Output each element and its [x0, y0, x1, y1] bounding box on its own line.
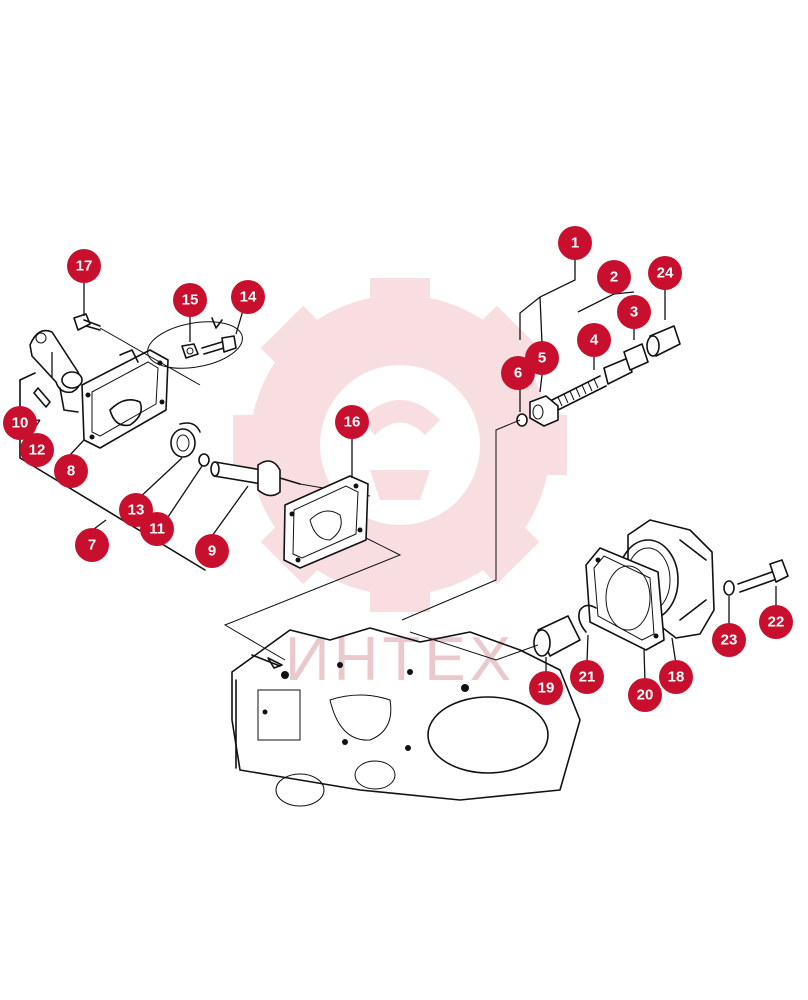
callout-17: 17 — [67, 249, 101, 283]
part-lever — [29, 329, 83, 413]
callout-24: 24 — [648, 256, 682, 290]
callout-18: 18 — [659, 660, 693, 694]
callout-23: 23 — [712, 623, 746, 657]
callout-label: 6 — [514, 365, 522, 382]
part-bolt-22 — [737, 559, 789, 593]
part-ring-6 — [516, 413, 528, 427]
callout-20: 20 — [628, 678, 662, 712]
callout-13: 13 — [119, 493, 153, 527]
callout-label: 8 — [67, 463, 75, 480]
callout-12: 12 — [20, 433, 54, 467]
gear-logo-icon — [233, 278, 567, 612]
part-nut-15 — [181, 343, 199, 359]
callout-label: 14 — [240, 289, 257, 306]
callout-6: 6 — [501, 356, 535, 390]
part-gasket-20 — [585, 547, 665, 651]
callout-2: 2 — [597, 260, 631, 294]
callout-3: 3 — [617, 295, 651, 329]
part-bushing-24 — [646, 325, 681, 357]
callout-label: 4 — [590, 332, 599, 349]
callout-15: 15 — [173, 283, 207, 317]
callout-label: 3 — [630, 304, 638, 321]
callout-label: 7 — [88, 537, 96, 554]
callout-9: 9 — [195, 534, 229, 568]
callout-label: 5 — [538, 350, 546, 367]
callout-7: 7 — [75, 528, 109, 562]
part-sleeve-19 — [533, 615, 581, 657]
part-gasket-16 — [283, 475, 369, 569]
part-clip-21 — [578, 604, 597, 633]
callout-label: 20 — [637, 687, 654, 704]
callout-14: 14 — [231, 280, 265, 314]
part-oring-11 — [198, 453, 210, 467]
callout-4: 4 — [577, 323, 611, 357]
callout-label: 17 — [76, 258, 93, 275]
callout-label: 9 — [208, 543, 216, 560]
callout-16: 16 — [335, 405, 369, 439]
part-pin — [33, 387, 51, 408]
callout-10: 10 — [3, 406, 37, 440]
callout-21: 21 — [570, 660, 604, 694]
callout-label: 18 — [668, 669, 685, 686]
part-washer-23 — [723, 580, 735, 596]
callout-label: 22 — [768, 614, 785, 631]
callout-1: 1 — [558, 226, 592, 260]
part-screw-17 — [73, 313, 101, 331]
callout-label: 1 — [571, 235, 579, 252]
part-shaft-9 — [210, 460, 301, 497]
part-engine-block — [231, 627, 581, 807]
callout-22: 22 — [759, 605, 793, 639]
callout-label: 24 — [657, 265, 674, 282]
part-seal-13 — [170, 422, 201, 458]
part-plug-3 — [603, 343, 649, 385]
part-nut-5 — [529, 395, 559, 427]
part-cover — [81, 349, 169, 449]
callout-label: 12 — [29, 442, 46, 459]
callout-label: 13 — [128, 502, 145, 519]
callout-label: 23 — [721, 632, 738, 649]
watermark: ИНТЕХ — [233, 278, 567, 694]
callout-label: 19 — [538, 680, 555, 697]
callout-8: 8 — [54, 454, 88, 488]
callout-label: 16 — [344, 414, 361, 431]
part-bolt-14 — [201, 317, 237, 355]
callout-label: 15 — [182, 292, 199, 309]
callout-label: 21 — [579, 669, 596, 686]
callout-label: 11 — [149, 521, 165, 538]
callout-19: 19 — [529, 671, 563, 705]
part-spring-4 — [551, 375, 607, 411]
callout-label: 2 — [610, 269, 618, 286]
callout-label: 10 — [12, 415, 29, 432]
